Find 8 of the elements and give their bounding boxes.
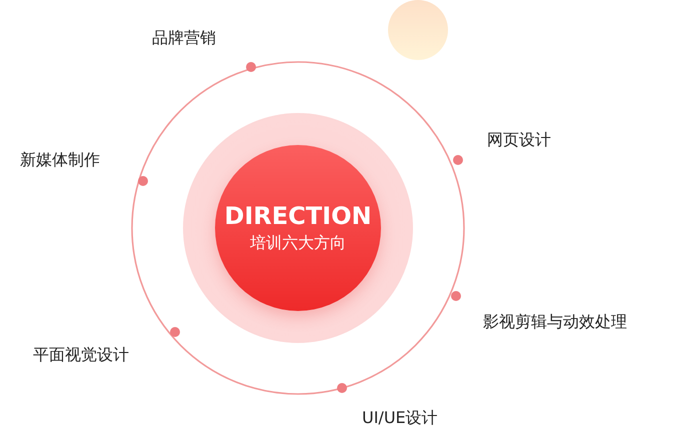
direction-label: 网页设计 xyxy=(487,130,551,150)
direction-label: 新媒体制作 xyxy=(20,150,100,170)
center-title: DIRECTION xyxy=(224,201,372,231)
direction-label: UI/UE设计 xyxy=(362,408,438,428)
direction-label: 平面视觉设计 xyxy=(33,345,129,365)
center-subtitle: 培训六大方向 xyxy=(250,232,346,254)
direction-label: 品牌营销 xyxy=(152,28,216,48)
direction-label: 影视剪辑与动效处理 xyxy=(483,312,627,332)
